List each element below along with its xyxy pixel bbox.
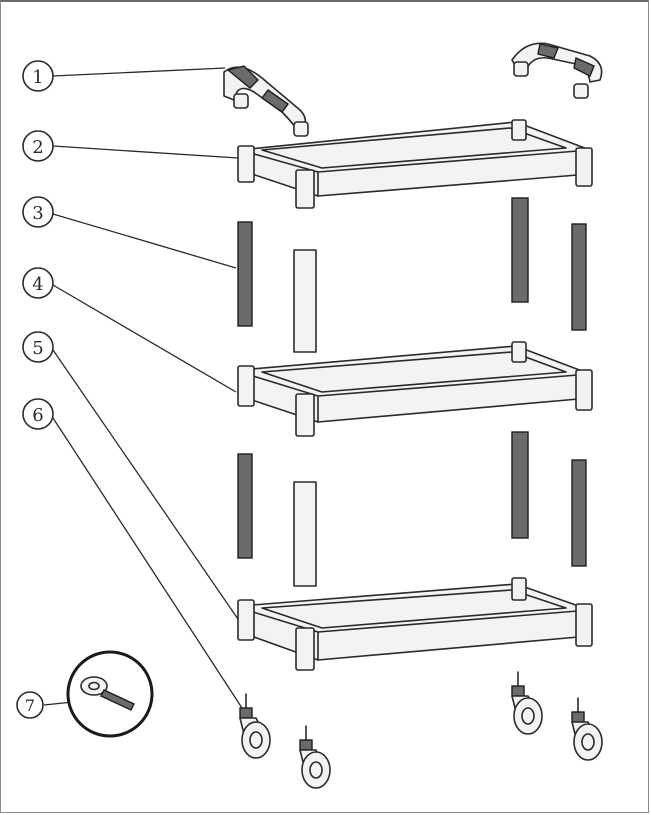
callout-6-number: 6 <box>32 405 43 426</box>
leader-6 <box>52 417 243 709</box>
callout-4: 4 <box>22 267 54 299</box>
wrench-detail <box>66 650 154 738</box>
caster-front-right <box>299 725 331 789</box>
lower-posts <box>237 431 587 587</box>
leader-2 <box>52 145 239 159</box>
middle-shelf <box>237 341 593 437</box>
callout-7-number: 7 <box>25 696 35 715</box>
top-shelf <box>237 119 593 209</box>
callout-1-number: 1 <box>32 67 43 88</box>
caster-back-right <box>571 697 603 761</box>
leader-lines <box>43 67 243 709</box>
wrench-icon <box>80 676 135 711</box>
callout-2-number: 2 <box>32 137 43 158</box>
callout-2: 2 <box>22 130 54 162</box>
callout-1: 1 <box>22 60 54 92</box>
handle-left <box>223 65 309 137</box>
callout-3: 3 <box>22 196 54 228</box>
caster-front-left <box>239 693 271 759</box>
callout-7: 7 <box>16 691 44 719</box>
leader-1 <box>52 67 226 77</box>
leader-4 <box>52 284 237 393</box>
bottom-shelf <box>237 577 593 671</box>
callout-5: 5 <box>22 331 54 363</box>
callout-4-number: 4 <box>32 274 43 295</box>
caster-back-left <box>511 671 543 735</box>
upper-posts <box>237 197 587 353</box>
callout-5-number: 5 <box>32 338 43 359</box>
callout-6: 6 <box>22 398 54 430</box>
leader-3 <box>52 213 237 269</box>
leader-5 <box>52 349 241 623</box>
callout-3-number: 3 <box>32 203 43 224</box>
handle-right <box>511 42 603 99</box>
